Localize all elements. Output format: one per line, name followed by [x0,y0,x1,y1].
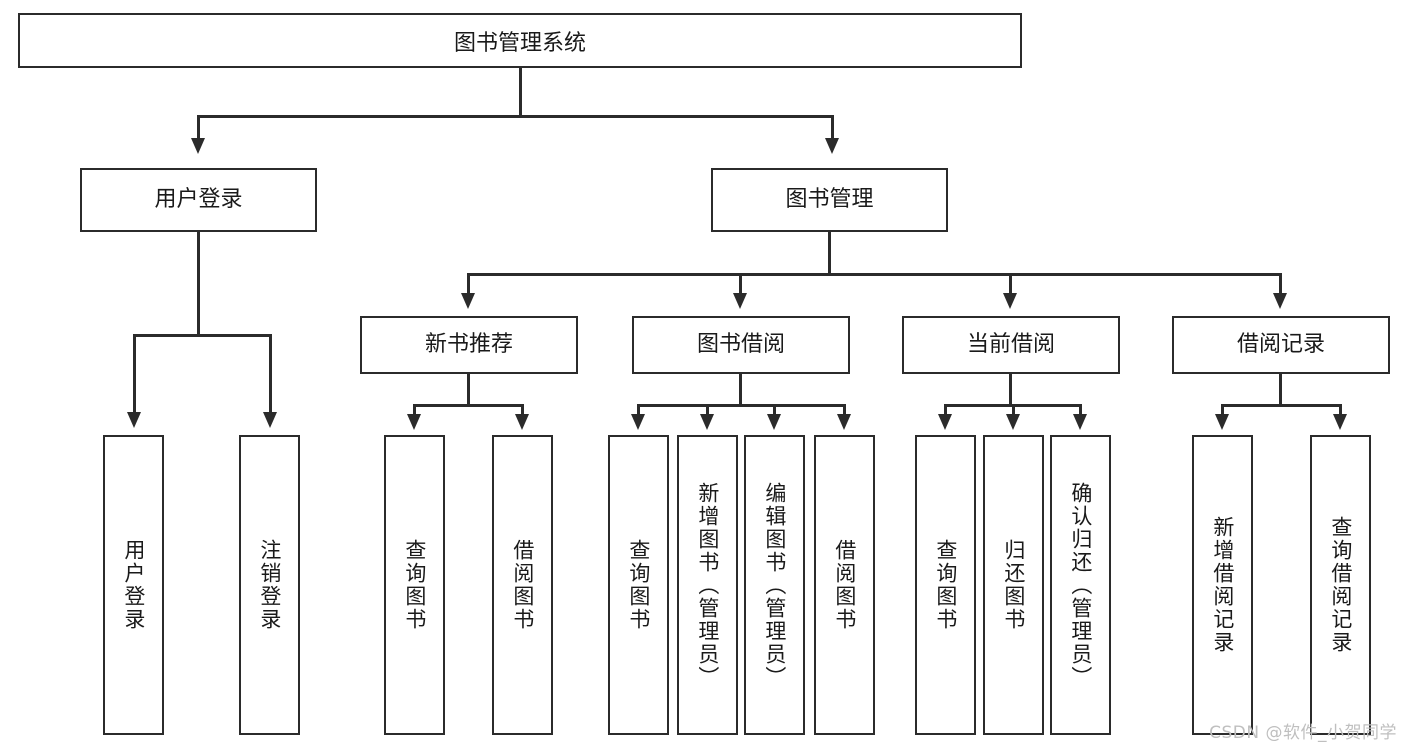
connector-bookmgmt-drop-3 [1009,273,1012,295]
connector-currentborrow-drop-2 [1012,404,1015,416]
connector-newbook-bus [413,404,523,407]
connector-root-bus [197,115,834,118]
arrowhead-leaf-borrow-book-1 [515,414,529,430]
leaf-user-login[interactable]: 用户登录 [103,435,164,735]
node-label: 查询图书 [933,539,958,631]
arrowhead-book-borrow [733,293,747,309]
node-label: 用户登录 [154,186,243,212]
leaf-edit-book-admin[interactable]: 编辑图书（管理员） [744,435,805,735]
arrowhead-leaf-query-book-1 [407,414,421,430]
leaf-query-borrow-record[interactable]: 查询借阅记录 [1310,435,1371,735]
connector-bookmgmt-bus [467,273,1281,276]
node-label: 编辑图书（管理员） [762,481,787,689]
node-label: 新增借阅记录 [1210,516,1235,654]
arrowhead-leaf-query-book-2 [631,414,645,430]
connector-currentborrow-stem [1009,374,1012,406]
node-label: 归还图书 [1001,539,1026,631]
node-root-system[interactable]: 图书管理系统 [18,13,1022,68]
arrowhead-leaf-borrow-book-2 [837,414,851,430]
connector-currentborrow-drop-1 [944,404,947,416]
connector-bookborrow-drop-3 [773,404,776,416]
arrowhead-leaf-query-record [1333,414,1347,430]
node-book-borrow[interactable]: 图书借阅 [632,316,850,374]
leaf-add-borrow-record[interactable]: 新增借阅记录 [1192,435,1253,735]
connector-bookborrow-drop-4 [843,404,846,416]
leaf-query-book-current[interactable]: 查询图书 [915,435,976,735]
connector-bookmgmt-drop-2 [739,273,742,295]
arrowhead-leaf-return-book [1006,414,1020,430]
node-label: 确认归还（管理员） [1068,481,1093,689]
node-book-management[interactable]: 图书管理 [711,168,948,232]
connector-bookmgmt-drop-1 [467,273,470,295]
node-current-borrow[interactable]: 当前借阅 [902,316,1120,374]
connector-bookmgmt-stem [828,232,831,275]
connector-userlogin-drop-2 [269,334,272,414]
arrowhead-leaf-logout [263,412,277,428]
connector-bookborrow-drop-1 [637,404,640,416]
node-label: 查询图书 [402,539,427,631]
leaf-query-book-recommend[interactable]: 查询图书 [384,435,445,735]
leaf-confirm-return-admin[interactable]: 确认归还（管理员） [1050,435,1111,735]
leaf-logout[interactable]: 注销登录 [239,435,300,735]
connector-newbook-stem [467,374,470,406]
node-borrow-record[interactable]: 借阅记录 [1172,316,1390,374]
arrowhead-new-book [461,293,475,309]
connector-newbook-drop-1 [413,404,416,416]
connector-bookborrow-drop-2 [706,404,709,416]
node-label: 查询图书 [626,539,651,631]
connector-userlogin-stem [197,232,200,336]
leaf-borrow-book-recommend[interactable]: 借阅图书 [492,435,553,735]
leaf-borrow-book[interactable]: 借阅图书 [814,435,875,735]
arrowhead-book-manage [825,138,839,154]
connector-newbook-drop-2 [521,404,524,416]
node-user-login[interactable]: 用户登录 [80,168,317,232]
node-new-book-recommend[interactable]: 新书推荐 [360,316,578,374]
arrowhead-leaf-user-login [127,412,141,428]
arrowhead-borrow-record [1273,293,1287,309]
connector-userlogin-drop-1 [133,334,136,414]
connector-currentborrow-drop-3 [1079,404,1082,416]
connector-userlogin-bus [133,334,272,337]
node-label: 当前借阅 [966,331,1055,357]
arrowhead-leaf-confirm-return [1073,414,1087,430]
node-label: 图书管理 [785,186,874,212]
leaf-return-book[interactable]: 归还图书 [983,435,1044,735]
arrowhead-leaf-query-book-3 [938,414,952,430]
node-label: 借阅图书 [510,539,535,631]
node-label: 借阅记录 [1236,331,1325,357]
node-label: 用户登录 [121,539,146,631]
node-label: 新书推荐 [424,331,513,357]
connector-borrowrecord-drop-1 [1221,404,1224,416]
connector-bookborrow-stem [739,374,742,406]
leaf-query-book-borrow[interactable]: 查询图书 [608,435,669,735]
node-label: 图书借阅 [696,331,785,357]
connector-borrowrecord-stem [1279,374,1282,406]
connector-borrowrecord-bus [1221,404,1341,407]
connector-bookmgmt-drop-4 [1279,273,1282,295]
node-label: 查询借阅记录 [1328,516,1353,654]
node-label: 借阅图书 [832,539,857,631]
arrowhead-leaf-edit-book [767,414,781,430]
arrowhead-leaf-add-record [1215,414,1229,430]
connector-root-drop-left [197,115,200,140]
connector-borrowrecord-drop-2 [1339,404,1342,416]
node-label: 图书管理系统 [453,30,586,56]
node-label: 新增图书（管理员） [695,481,720,689]
connector-bookborrow-bus [637,404,845,407]
node-label: 注销登录 [257,539,282,631]
arrowhead-leaf-add-book [700,414,714,430]
arrowhead-user-login [191,138,205,154]
connector-root-stem [519,68,522,116]
arrowhead-current-borrow [1003,293,1017,309]
watermark: CSDN @软件_小贺同学 [1209,723,1397,743]
connector-root-drop-right [831,115,834,140]
leaf-add-book-admin[interactable]: 新增图书（管理员） [677,435,738,735]
